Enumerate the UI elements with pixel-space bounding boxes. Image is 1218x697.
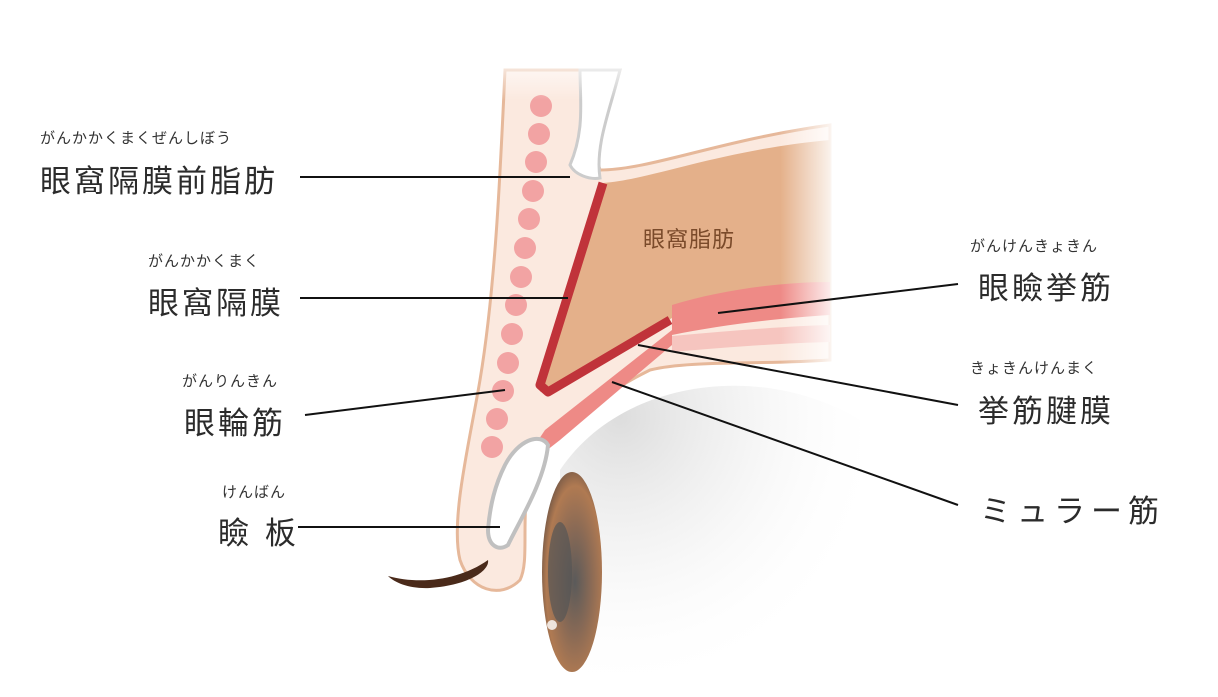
levator-label: 眼瞼挙筋 <box>978 271 1114 307</box>
iris-highlight <box>547 620 557 630</box>
eyelash <box>388 560 489 589</box>
leader-levator <box>717 283 959 314</box>
eyeball-shadow <box>560 385 860 697</box>
fade-right <box>780 60 840 380</box>
levator-furigana: がんけんきょきん <box>970 237 1099 255</box>
fade-top <box>480 50 640 100</box>
leader-lines <box>298 176 959 528</box>
orbital-septum <box>535 181 673 397</box>
leader-orbicularis <box>304 389 506 416</box>
orbital-septum-fat-label: 眼窩隔膜前脂肪 <box>40 164 278 200</box>
orbicularis-label: 眼輪筋 <box>184 406 286 442</box>
orbital-septum-label: 眼窩隔膜 <box>148 286 284 322</box>
orbital-septum-fat-furigana: がんかかくまくぜんしぼう <box>40 129 233 147</box>
pupil <box>548 522 572 622</box>
levator-aponeurosis-label: 挙筋腱膜 <box>978 394 1114 430</box>
orbital-fat-label: 眼窩脂肪 <box>643 228 736 253</box>
muller-label: ミュラー筋 <box>980 494 1165 530</box>
tarsal-plate <box>485 436 551 550</box>
leader-levator-aponeurosis <box>637 344 959 406</box>
orbicularis-furigana: がんりんきん <box>182 372 279 390</box>
orbital-fat <box>540 140 830 392</box>
levator-aponeurosis-furigana: きょきんけんまく <box>970 359 1099 377</box>
orbital-septum-furigana: がんかかくまく <box>148 252 261 270</box>
levator-aponeurosis <box>528 330 672 465</box>
tarsus-furigana: けんばん <box>222 483 287 501</box>
tarsus-label: 瞼 板 <box>218 516 299 552</box>
leader-muller <box>611 381 959 506</box>
